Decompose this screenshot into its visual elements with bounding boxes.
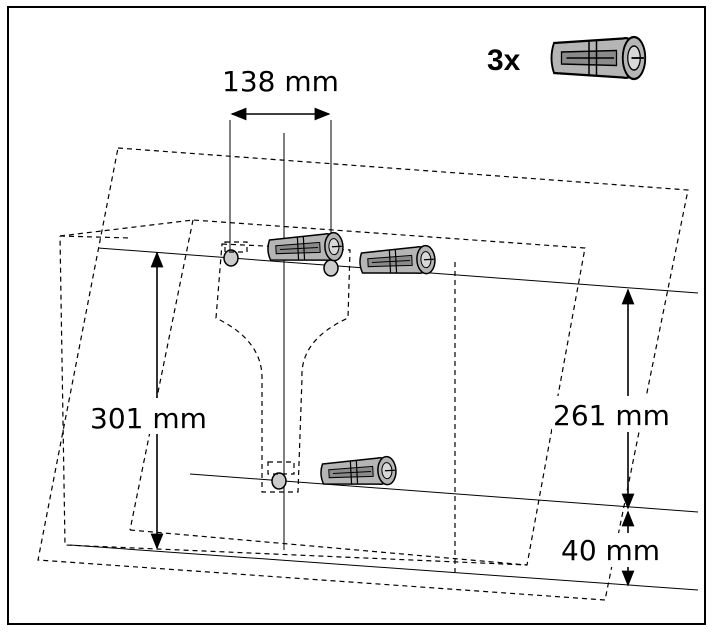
reference-lines (69, 120, 699, 591)
wall-plug-icon (319, 455, 398, 489)
outer-dashed-outline (37, 147, 689, 601)
quantity-indicator: 3x (487, 35, 647, 81)
dimension-total-height: 301 mm (88, 251, 228, 550)
total-height-label: 301 mm (90, 402, 207, 435)
dimension-width: 138 mm (222, 65, 339, 121)
screw-holes (223, 241, 339, 490)
wall-plug-icon (550, 35, 647, 81)
upper-height-label: 261 mm (553, 399, 670, 432)
wall-plug-icon (266, 231, 345, 265)
dimension-upper-height: 261 mm (552, 288, 692, 510)
width-label: 138 mm (222, 65, 339, 98)
quantity-label: 3x (487, 44, 521, 77)
lower-height-label: 40 mm (561, 534, 660, 567)
wall-plug-icon (358, 244, 437, 278)
dimension-lower-height: 40 mm (560, 510, 676, 587)
screw-hole-icon (323, 259, 339, 277)
installed-plugs (266, 231, 437, 489)
cabinet-outline (59, 219, 586, 572)
bracket-outline (215, 243, 351, 493)
screw-hole-icon (223, 241, 248, 267)
screw-hole-icon (267, 461, 295, 490)
